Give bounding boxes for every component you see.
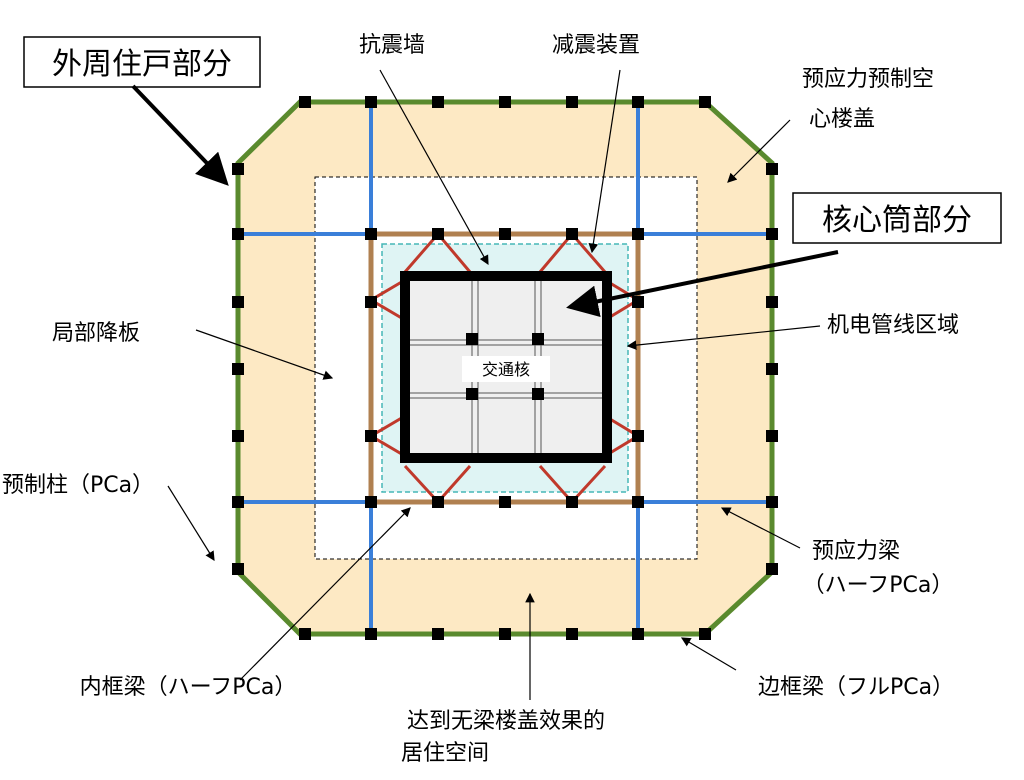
dropped-slab-label: 局部降板 — [52, 321, 140, 346]
core-part-box — [792, 192, 1002, 244]
inner-frame-beam-label: 内框梁（ハーフPCa） — [80, 675, 297, 700]
damper-label: 减震装置 — [552, 33, 640, 58]
precast-column-label: 预制柱（PCa） — [2, 473, 154, 498]
circulation-core-label-bg — [462, 356, 550, 382]
prestressed-slab-label-2: 心楼盖 — [809, 107, 875, 132]
perimeter-unit-box — [23, 36, 261, 88]
leader-arrows — [131, 69, 839, 700]
flat-slab-effect-label-1: 达到无梁楼盖效果的 — [407, 709, 605, 734]
shear-wall-label: 抗震墙 — [359, 33, 425, 58]
flat-slab-effect-label-2: 居住空间 — [401, 741, 489, 766]
prestressed-slab-label-1: 预应力预制空 — [802, 67, 934, 92]
prestressed-beam-label-2: （ハーフPCa） — [803, 573, 954, 598]
precast-columns — [232, 96, 778, 640]
perimeter-unit-label: 外周住戸部分 — [52, 47, 232, 82]
core-part-label: 核心筒部分 — [822, 203, 972, 238]
mep-zone-label: 机电管线区域 — [827, 313, 959, 338]
prestressed-beam-label-1: 预应力梁 — [812, 539, 900, 564]
prestressed-beams — [238, 102, 772, 634]
edge-frame-beam-label: 边框梁（フルPCa） — [758, 675, 954, 700]
circulation-core-label: 交通核 — [482, 360, 530, 379]
